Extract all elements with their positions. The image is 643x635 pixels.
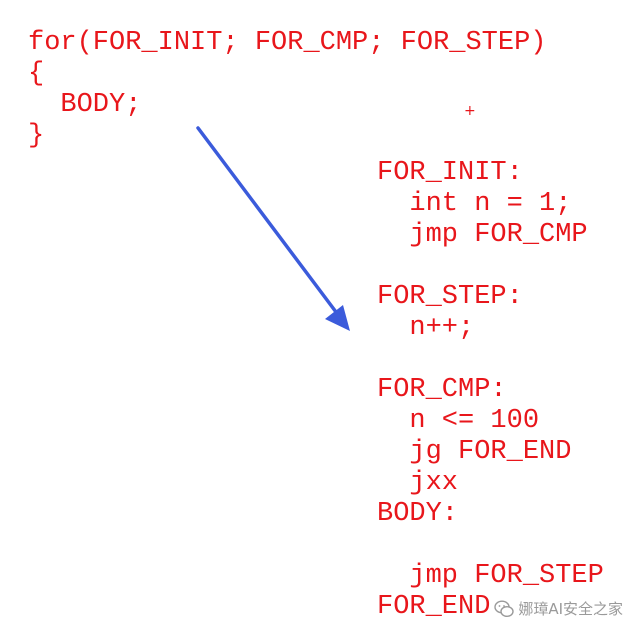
code-line-body: BODY; (28, 90, 142, 120)
code-line-label-for-end: FOR_END (377, 592, 491, 622)
code-line-blank (377, 530, 604, 561)
code-line-open-brace: { (28, 59, 45, 89)
code-line-label-for-step: FOR_STEP: (377, 282, 523, 312)
code-line-close-brace: } (28, 121, 45, 151)
code-line-jmp-for-step: jmp FOR_STEP (377, 561, 604, 591)
code-line-blank (377, 251, 604, 282)
watermark: 娜璋AI安全之家 (494, 598, 623, 619)
arrow-head (325, 305, 350, 331)
arrow-shaft (196, 126, 338, 314)
assembly-translation-code: FOR_INIT: int n = 1; jmp FOR_CMP FOR_STEP… (377, 158, 604, 623)
code-line-for-header: for(FOR_INIT; FOR_CMP; FOR_STEP) (28, 28, 547, 58)
code-line-label-body: BODY: (377, 499, 459, 529)
code-line-int-n: int n = 1; (377, 189, 572, 219)
code-line-compare: n <= 100 (377, 406, 540, 436)
plus-marker: + (464, 103, 476, 119)
code-line-blank (377, 344, 604, 375)
code-line-label-for-cmp: FOR_CMP: (377, 375, 507, 405)
code-line-label-for-init: FOR_INIT: (377, 158, 523, 188)
code-line-jmp-for-cmp: jmp FOR_CMP (377, 220, 588, 250)
code-line-jxx: jxx (377, 468, 459, 498)
code-line-jg-for-end: jg FOR_END (377, 437, 572, 467)
watermark-text: 娜璋AI安全之家 (518, 600, 623, 618)
for-loop-source-code: for(FOR_INIT; FOR_CMP; FOR_STEP){ BODY;} (28, 28, 546, 152)
wechat-icon (494, 599, 515, 617)
code-line-n-increment: n++; (377, 313, 475, 343)
